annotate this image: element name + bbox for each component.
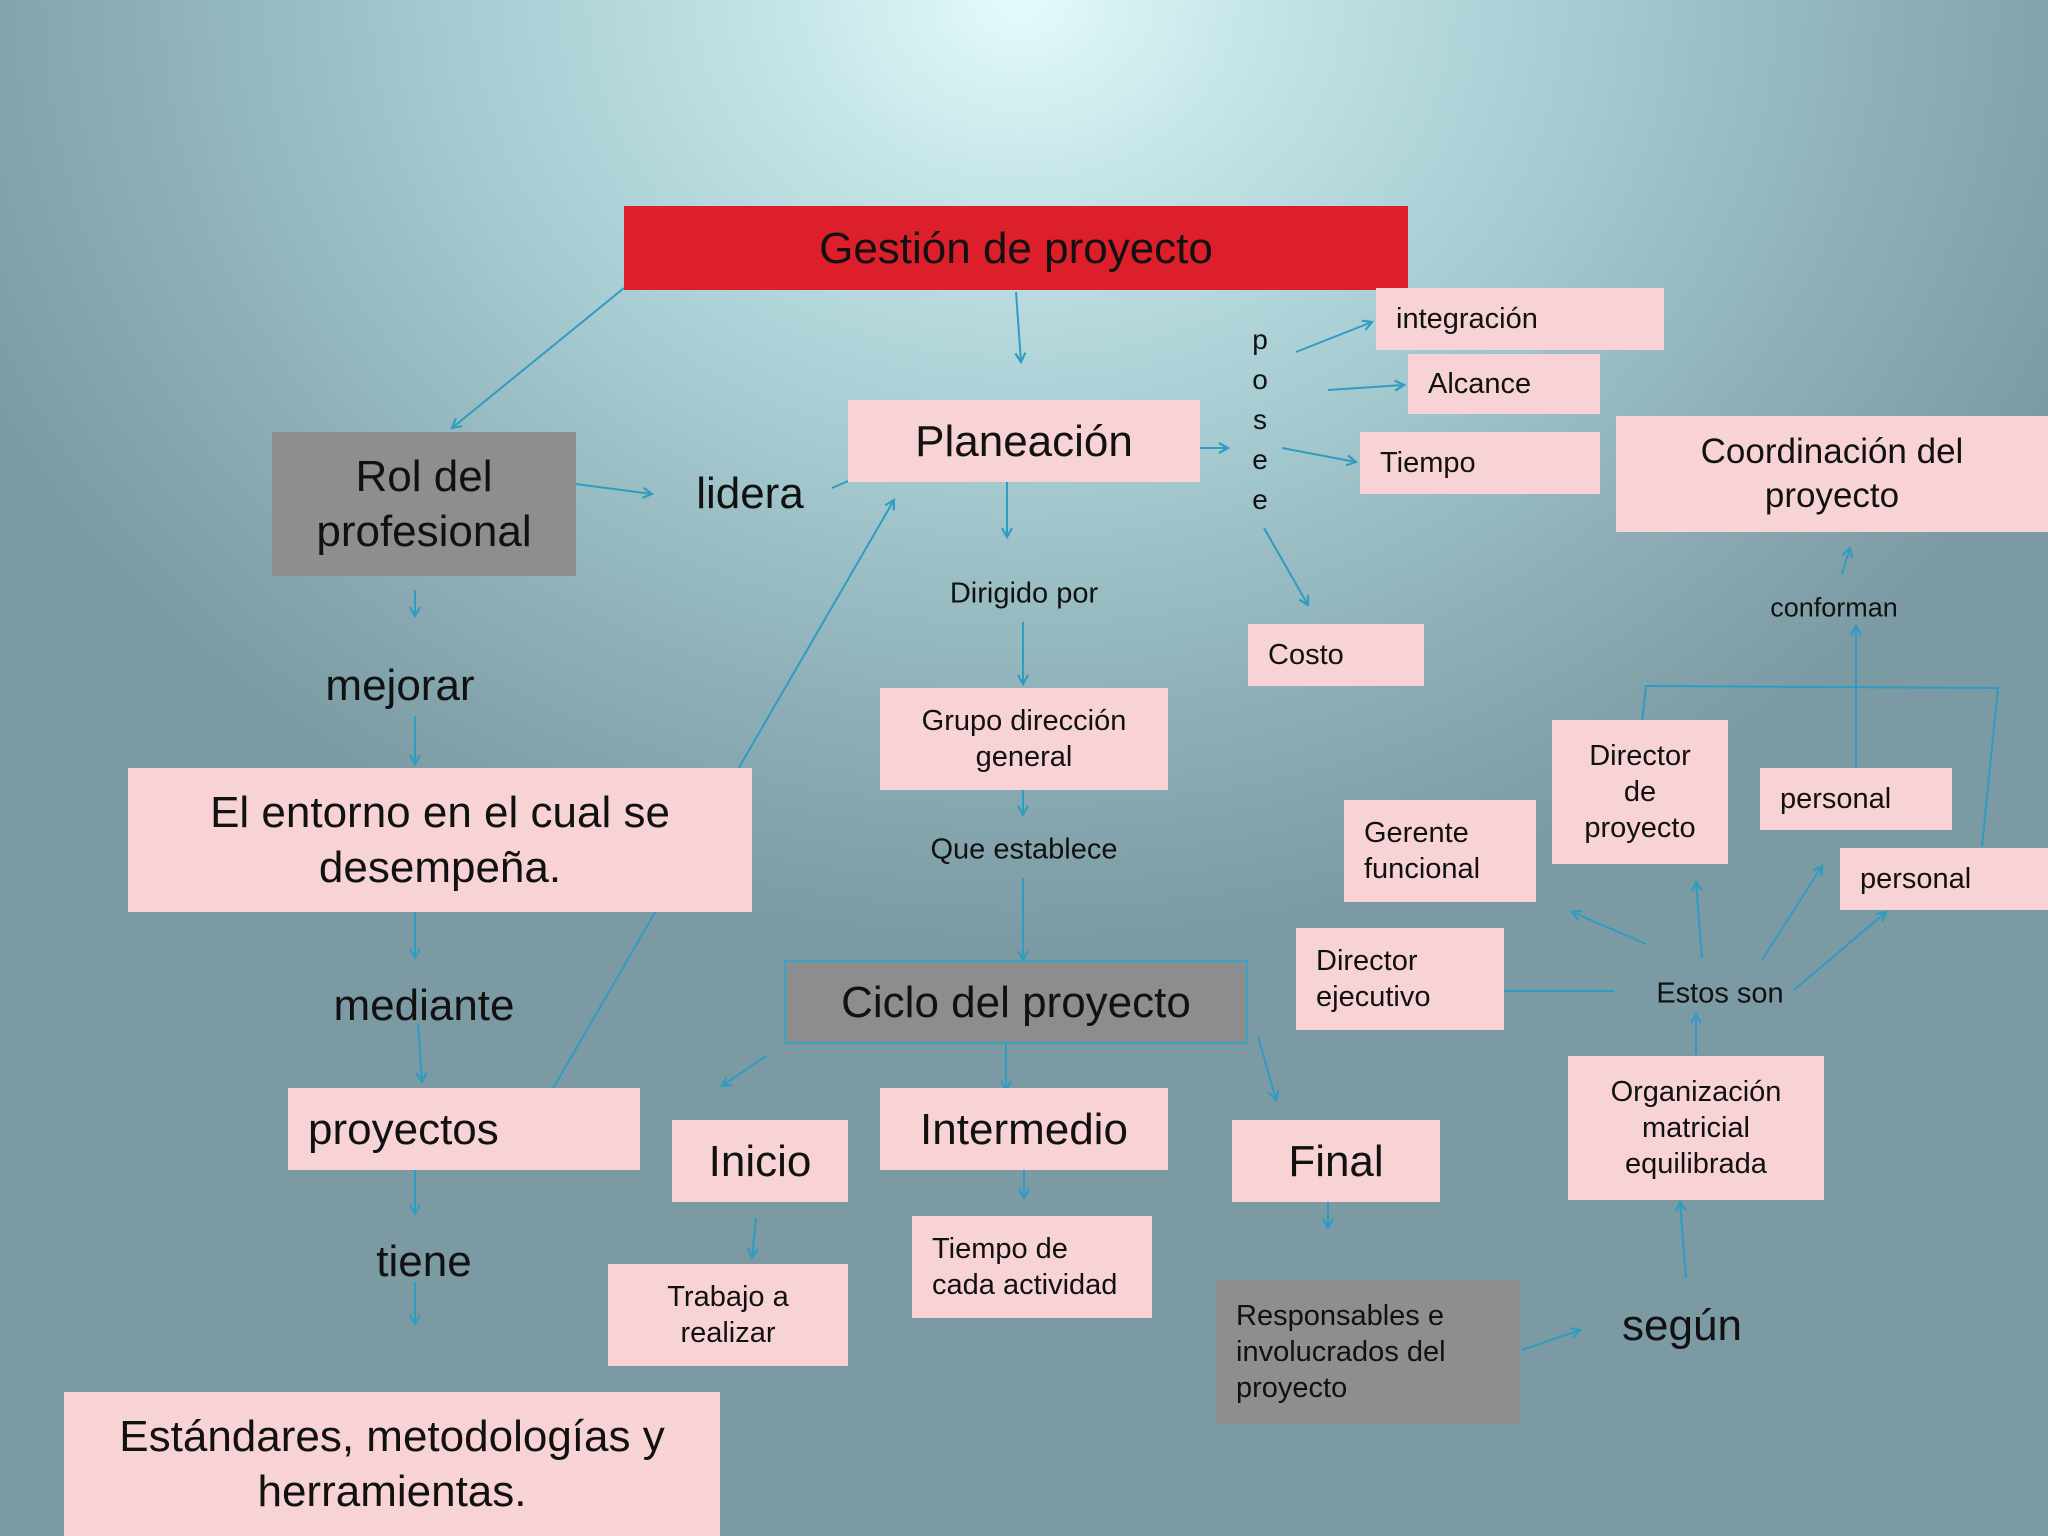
label-posee-char: p <box>1252 324 1268 355</box>
arrow-mediante-to-proyectos <box>418 1023 422 1082</box>
arrow-title-to-planeacion <box>1016 291 1021 362</box>
node-inicio: Inicio <box>672 1120 848 1202</box>
arrow-estos-to-personal2 <box>1793 912 1886 991</box>
node-organizacion-matricial: Organización matricial equilibrada <box>1568 1056 1824 1200</box>
label-posee-char: s <box>1253 404 1267 435</box>
node-coordinacion-del-proyecto: Coordinación del proyecto <box>1616 416 2048 532</box>
arrow-estos-to-gerente <box>1572 912 1647 945</box>
arrow-ciclo-to-final <box>1257 1035 1276 1100</box>
node-director-de-proyecto: Director de proyecto <box>1552 720 1728 864</box>
label-posee-char: o <box>1252 364 1268 395</box>
node-grupo-direccion-general: Grupo dirección general <box>880 688 1168 790</box>
node-estandares: Estándares, metodologías y herramientas. <box>64 1392 720 1536</box>
label-estos-son: Estos son <box>1656 977 1784 1010</box>
label-lidera: lidera <box>696 469 804 518</box>
arrow-inicio-to-trabajo <box>752 1217 756 1258</box>
title-box: Gestión de proyecto <box>624 206 1408 290</box>
label-posee: p o s e e <box>1248 320 1272 520</box>
label-posee-char: e <box>1252 484 1268 515</box>
arrow-ciclo-to-inicio <box>722 1055 767 1086</box>
label-conforman: conforman <box>1770 592 1898 623</box>
arrow-conforman-to-coordinacion <box>1841 548 1850 575</box>
node-planeacion: Planeación <box>848 400 1200 482</box>
label-dirigido-por: Dirigido por <box>949 577 1099 610</box>
node-personal-1: personal <box>1760 768 1952 830</box>
node-intermedio: Intermedio <box>880 1088 1168 1170</box>
label-mediante: mediante <box>333 981 515 1030</box>
node-proyectos: proyectos <box>288 1088 640 1170</box>
node-trabajo-a-realizar: Trabajo a realizar <box>608 1264 848 1366</box>
arrow-responsables-to-segun <box>1521 1330 1580 1351</box>
node-director-ejecutivo: Director ejecutivo <box>1296 928 1504 1030</box>
node-tiempo: Tiempo <box>1360 432 1600 494</box>
arrow-estos-to-personal1 <box>1761 866 1822 961</box>
node-costo: Costo <box>1248 624 1424 686</box>
arrow-posee-to-alcance <box>1327 385 1404 390</box>
node-integracion: integración <box>1376 288 1664 350</box>
node-tiempo-de-cada-actividad: Tiempo de cada actividad <box>912 1216 1152 1318</box>
node-ciclo-del-proyecto: Ciclo del proyecto <box>784 960 1248 1044</box>
label-segun: según <box>1622 1301 1742 1350</box>
node-rol-del-profesional: Rol del profesional <box>272 432 576 576</box>
arrow-posee-to-tiempo <box>1281 447 1356 462</box>
node-entorno: El entorno en el cual se desempeña. <box>128 768 752 912</box>
label-posee-char: e <box>1252 444 1268 475</box>
arrow-title-to-rol <box>452 287 625 428</box>
node-personal-2: personal <box>1840 848 2048 910</box>
arrow-posee-to-costo <box>1263 527 1308 605</box>
arrow-posee-to-integracion <box>1295 322 1372 353</box>
node-gerente-funcional: Gerente funcional <box>1344 800 1536 902</box>
label-que-establece: Que establece <box>930 833 1118 866</box>
arrow-segun-to-organizacion <box>1680 1202 1687 1279</box>
node-final: Final <box>1232 1120 1440 1202</box>
label-tiene: tiene <box>376 1237 472 1286</box>
node-responsables: Responsables e involucrados del proyecto <box>1216 1280 1520 1424</box>
node-alcance: Alcance <box>1408 354 1600 414</box>
line-bracket-conforman <box>1641 684 2000 847</box>
arrow-estos-to-director <box>1696 882 1703 959</box>
label-mejorar: mejorar <box>325 661 475 710</box>
